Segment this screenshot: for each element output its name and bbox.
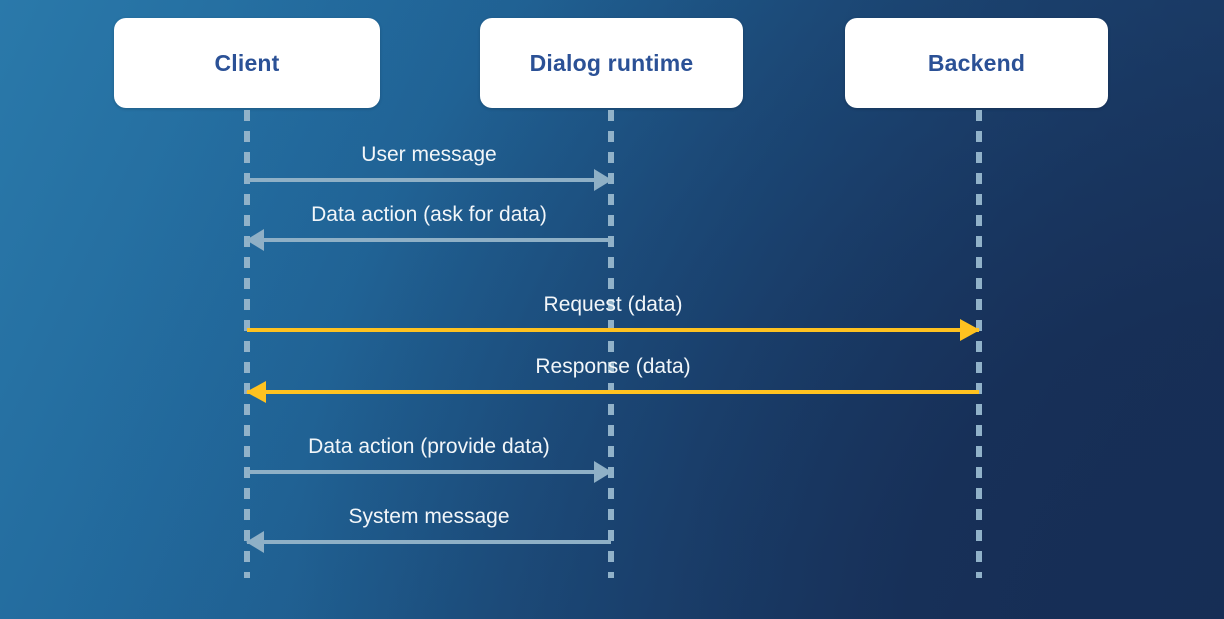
participant-box-client: Client	[114, 18, 380, 108]
message-response-data: Response (data)	[246, 354, 979, 403]
message-line-user-message	[247, 178, 611, 182]
participant-label-backend: Backend	[927, 49, 1026, 76]
message-data-action-ask-for-data: Data action (ask for data)	[246, 202, 611, 251]
arrowhead-left-icon	[246, 229, 264, 251]
message-line-response-data	[247, 390, 979, 394]
arrowhead-left-icon	[246, 381, 266, 403]
arrowhead-right-icon	[594, 461, 612, 483]
message-label-system-message: System message	[348, 505, 510, 528]
message-line-data-action-ask-for-data	[247, 238, 611, 242]
participant-box-dialog: Dialog runtime	[480, 18, 743, 108]
participant-label-dialog-runtime: Dialog runtime	[529, 49, 694, 76]
message-request-data: Request (data)	[247, 292, 980, 341]
message-label-user-message: User message	[361, 143, 497, 166]
message-system-message: System message	[246, 504, 611, 553]
message-user-message: User message	[247, 142, 612, 191]
lifeline-dialog-runtime	[608, 110, 614, 578]
message-data-action-provide-data: Data action (provide data)	[247, 434, 612, 483]
arrowhead-right-icon	[960, 319, 980, 341]
lifeline-client	[244, 110, 250, 578]
message-label-response-data: Response (data)	[535, 355, 691, 378]
arrowhead-right-icon	[594, 169, 612, 191]
message-label-data-action-ask-for-data: Data action (ask for data)	[311, 203, 547, 226]
lifeline-backend	[976, 110, 982, 578]
participant-box-backend: Backend	[845, 18, 1108, 108]
arrowhead-left-icon	[246, 531, 264, 553]
participant-label-client: Client	[214, 49, 280, 76]
message-line-request-data	[247, 328, 979, 332]
message-line-data-action-provide-data	[247, 470, 611, 474]
message-label-request-data: Request (data)	[543, 293, 683, 316]
message-line-system-message	[247, 540, 611, 544]
message-label-data-action-provide-data: Data action (provide data)	[308, 435, 550, 458]
